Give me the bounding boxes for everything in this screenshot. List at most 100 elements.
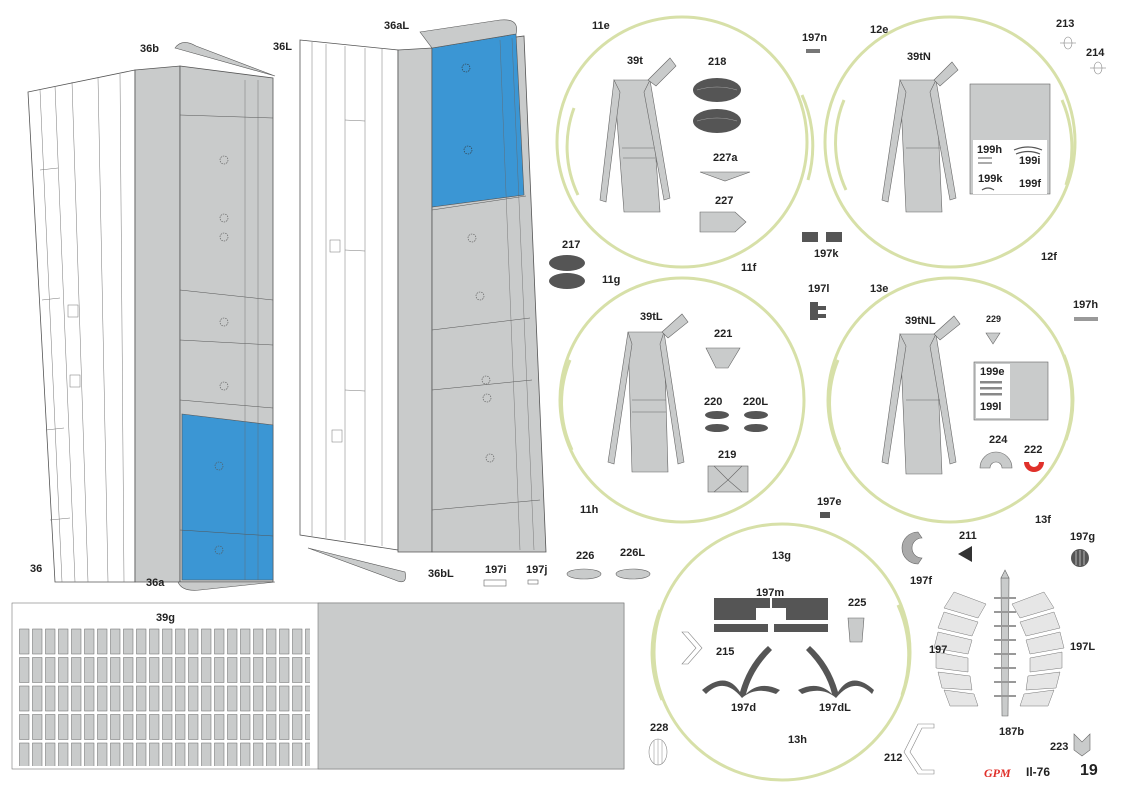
label-225: 225 [848,597,867,609]
label-36aL: 36aL [384,20,410,32]
part-217 [549,255,585,289]
label-229: 229 [986,314,1002,324]
label-12e: 12e [870,24,889,36]
label-197k: 197k [814,248,839,260]
part-213 [1060,36,1076,50]
part-197-fan [933,591,987,707]
part-39g-sheet [11,602,625,770]
engine-ring-13g [650,522,912,782]
label-39tN: 39tN [907,51,931,63]
part-229 [985,332,1001,345]
part-225 [847,617,865,643]
label-197l: 197l [808,283,830,295]
part-36L-wing-panel [299,33,547,553]
part-199-small-pieces [978,146,1043,191]
part-197i [483,579,507,587]
label-197: 197 [929,644,948,656]
label-199e: 199e [980,366,1005,378]
part-224 [979,451,1013,469]
part-220L [744,411,768,432]
engine-ring-12 [823,15,1077,269]
part-227a [699,171,751,182]
label-197h: 197h [1073,299,1099,311]
part-219 [707,465,749,493]
label-11f: 11f [741,262,757,274]
label-197f: 197f [910,575,933,587]
part-36-wing-panel [27,65,274,583]
label-11h: 11h [580,504,599,516]
page-number: 19 [1080,762,1098,779]
label-212: 212 [884,752,903,764]
label-36bL: 36bL [428,568,454,580]
label-11g: 11g [602,274,621,286]
label-13e: 13e [870,283,889,295]
part-197n [806,49,820,53]
label-39g: 39g [156,612,175,624]
label-224: 224 [989,434,1008,446]
label-197dL: 197dL [819,702,851,714]
label-221: 221 [714,328,733,340]
part-197g [1071,549,1089,567]
label-11e: 11e [592,20,610,32]
part-226L [615,568,651,580]
part-222 [1024,462,1044,472]
label-227: 227 [715,195,734,207]
engine-ring-13 [826,276,1075,524]
label-223: 223 [1050,741,1069,753]
part-223 [1073,733,1091,757]
part-211 [958,546,972,562]
part-197h [1074,317,1098,321]
label-199h: 199h [977,144,1003,156]
label-214: 214 [1086,47,1105,59]
model-name: Il-76 [1026,765,1051,779]
label-218: 218 [708,56,727,68]
part-197l [810,302,826,320]
label-215: 215 [716,646,735,658]
part-36aL [419,19,517,49]
part-36b [174,42,276,77]
part-197dL [798,646,874,698]
part-228 [648,738,668,766]
part-39tNL-pylon [881,315,961,475]
part-197k [802,232,842,242]
label-39tNL: 39tNL [905,315,936,327]
label-39t: 39t [627,55,643,67]
label-227a: 227a [713,152,738,164]
part-215 [681,631,703,665]
label-219: 219 [718,449,737,461]
label-197i: 197i [485,564,507,576]
label-36a: 36a [146,577,165,589]
part-197j [527,579,539,585]
part-212 [903,723,935,775]
part-199-sheet [973,140,1047,194]
part-227 [699,211,747,233]
part-197m [714,598,828,632]
label-197m: 197m [756,587,785,599]
part-36a [177,581,276,591]
engine-ring-11 [555,15,815,269]
label-199i: 199i [1019,155,1041,167]
label-220: 220 [704,396,723,408]
label-39tL: 39tL [640,311,663,323]
label-13g: 13g [772,550,791,562]
part-197e [820,512,830,518]
label-13h: 13h [788,734,807,746]
engine-ring-11L [558,276,806,524]
part-39tN-pylon [881,61,959,213]
label-197g: 197g [1070,531,1096,543]
part-39t-pylon [599,57,677,213]
label-222: 222 [1024,444,1043,456]
label-12f: 12f [1041,251,1057,263]
part-197L-fan [1011,591,1065,707]
label-199k: 199k [978,173,1003,185]
label-197j: 197j [526,564,548,576]
label-197n: 197n [802,32,828,44]
label-226L: 226L [620,547,646,559]
label-36b: 36b [140,43,159,55]
label-13f: 13f [1035,514,1051,526]
label-36L: 36L [273,41,292,53]
part-220 [705,411,729,432]
part-197f [901,531,923,565]
label-199f: 199f [1019,178,1042,190]
label-36: 36 [30,563,43,575]
